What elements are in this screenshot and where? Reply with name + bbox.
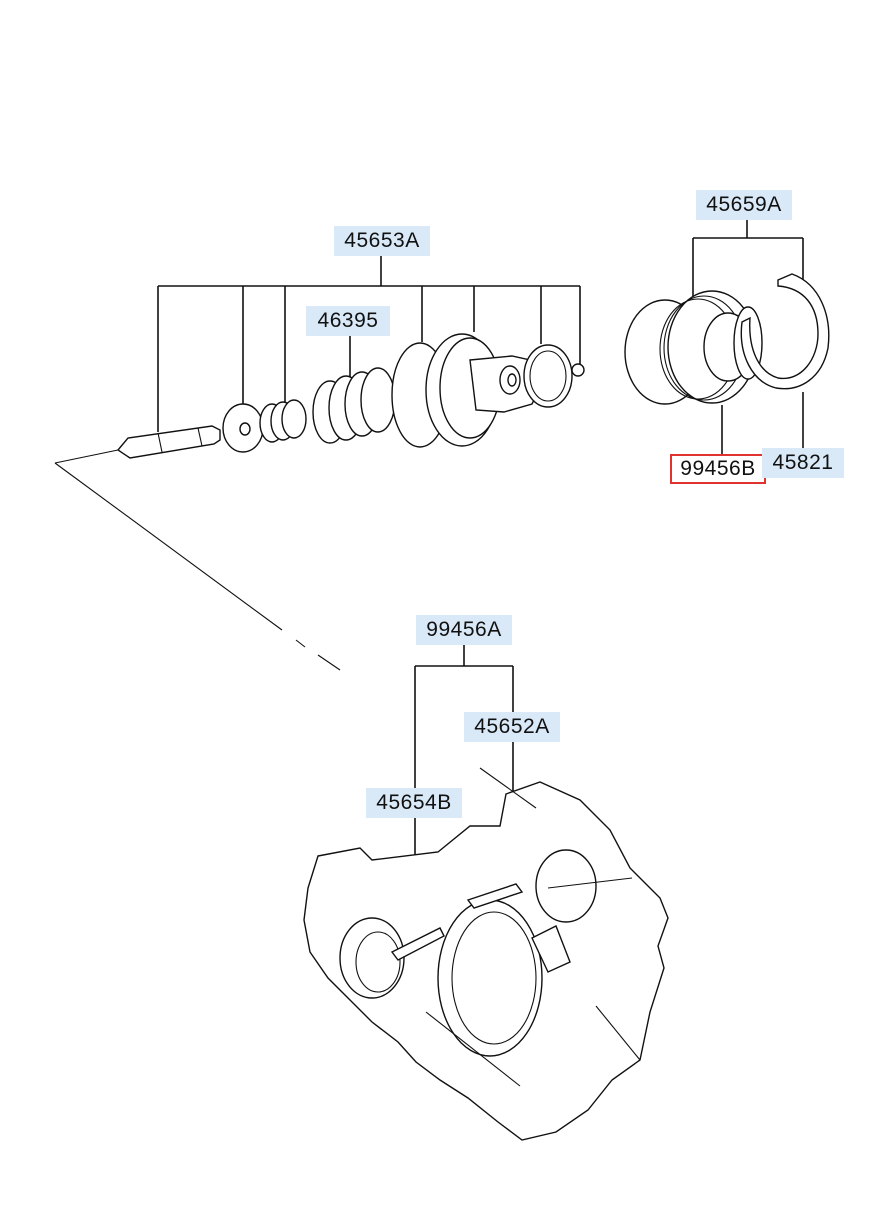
piston-45659A <box>624 273 830 405</box>
part-label-45653A[interactable]: 45653A <box>334 226 430 256</box>
part-label-46395[interactable]: 46395 <box>306 306 390 336</box>
connection-lines <box>54 449 341 671</box>
housing-pins <box>390 883 524 961</box>
leader-lines-45653A <box>157 255 581 432</box>
part-label-99456A[interactable]: 99456A <box>416 615 512 645</box>
return-spring <box>312 367 396 444</box>
piston-stem <box>116 425 221 459</box>
leader-lines-45659A <box>692 218 804 456</box>
part-label-99456B[interactable]: 99456B <box>670 454 766 484</box>
snap-ring-small <box>523 344 585 408</box>
part-label-45821[interactable]: 45821 <box>762 448 844 478</box>
piston-assembly <box>391 333 541 448</box>
part-label-45652A[interactable]: 45652A <box>464 712 560 742</box>
transmission-housing <box>303 767 669 1141</box>
washer <box>222 403 264 453</box>
part-label-45659A[interactable]: 45659A <box>696 190 792 220</box>
part-label-45654B[interactable]: 45654B <box>366 788 462 818</box>
small-spring <box>259 399 307 443</box>
